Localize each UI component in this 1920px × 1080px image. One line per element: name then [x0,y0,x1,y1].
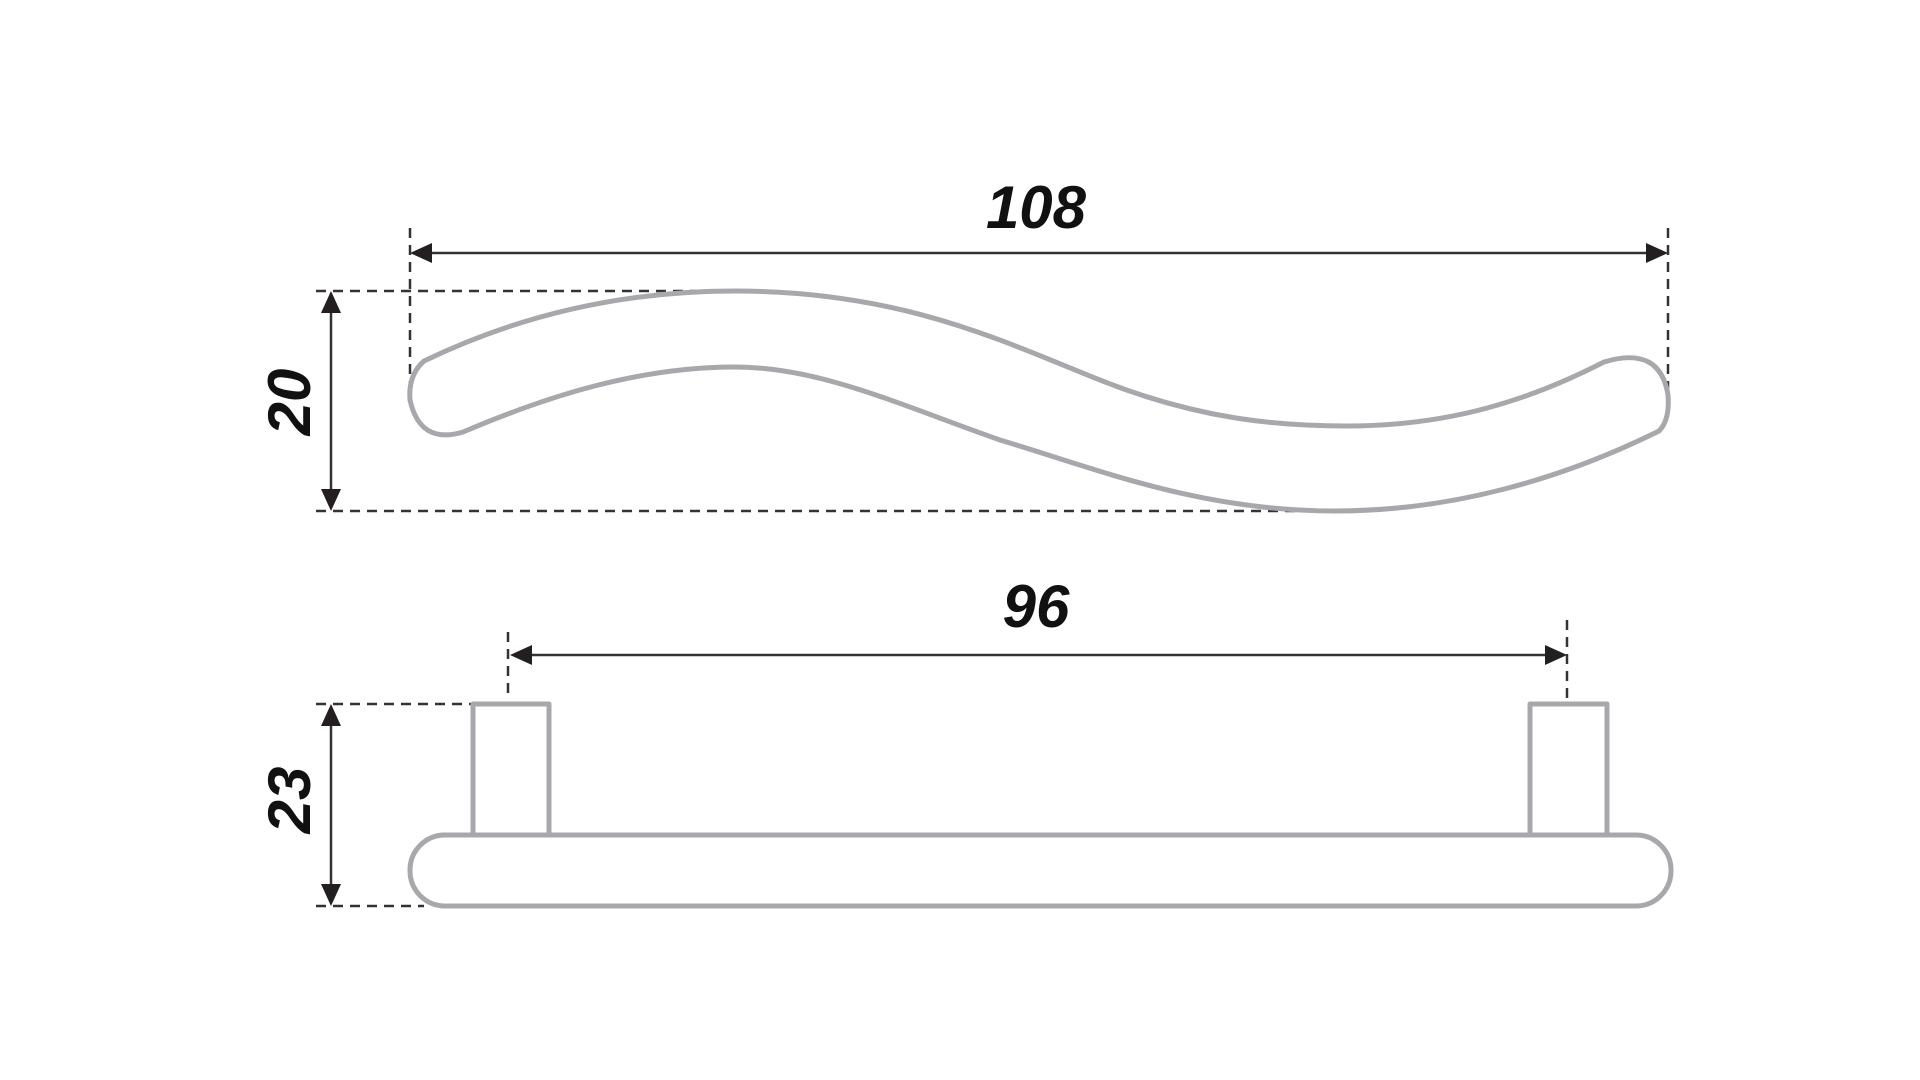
right-post [1527,701,1610,838]
height-label: 23 [256,767,323,835]
center-distance-label: 96 [1003,573,1070,640]
arrow-down-icon [321,489,341,511]
arrow-left-icon [410,243,432,263]
handle-bar [407,832,1674,909]
left-post [470,701,552,838]
length-label: 108 [986,174,1087,241]
arrow-up-icon [321,704,341,726]
arrow-right-icon [1545,645,1567,665]
s-handle-outline [407,288,1671,514]
arrow-down-icon [321,884,341,906]
height-label: 20 [256,369,323,437]
arrow-left-icon [510,645,532,665]
arrow-right-icon [1646,243,1668,263]
side-view: 96 23 [256,573,1674,909]
top-view: 108 20 [256,174,1671,514]
arrow-up-icon [321,291,341,313]
